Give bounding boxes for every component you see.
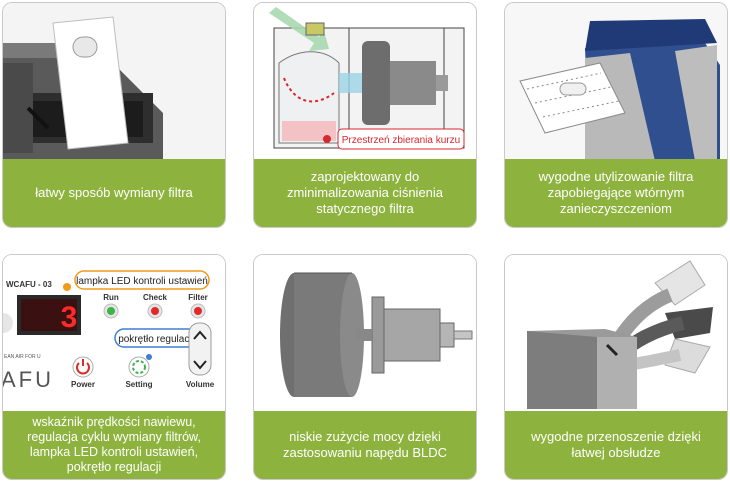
dust-collection-callout: Przestrzeń zbierania kurzu bbox=[342, 135, 460, 146]
brand-small-label: EAN AIR FOR U bbox=[4, 354, 41, 360]
knob-callout: pokrętło regulacji bbox=[118, 334, 194, 345]
feature-card-filter-replacement: łatwy sposób wymiany filtra bbox=[2, 2, 226, 228]
feature-card-filter-disposal: wygodne utylizowanie filtra zapobiegając… bbox=[504, 2, 728, 228]
filter-disposal-image bbox=[505, 3, 727, 161]
feature-card-portability: wygodne przenoszenie dzięki łatwej obsłu… bbox=[504, 254, 728, 480]
led-label-check: Check bbox=[143, 293, 168, 302]
speed-digit-display: 3 bbox=[61, 301, 78, 334]
run-led bbox=[107, 307, 115, 315]
led-label-filter: Filter bbox=[188, 293, 208, 302]
control-panel-image: WCAFU - 03 3 lampka LED kontroli ustawie… bbox=[3, 255, 225, 413]
caption: łatwy sposób wymiany filtra bbox=[3, 159, 225, 227]
feature-card-control-panel: WCAFU - 03 3 lampka LED kontroli ustawie… bbox=[2, 254, 226, 480]
power-icon bbox=[76, 362, 90, 375]
airflow-diagram-image: Przestrzeń zbierania kurzu bbox=[254, 3, 476, 161]
caption: zaprojektowany do zminimalizowania ciśni… bbox=[254, 159, 476, 227]
brand-logo-text: AFU bbox=[3, 367, 54, 392]
led-label-run: Run bbox=[103, 293, 119, 302]
caption: niskie zużycie mocy dzięki zastosowaniu … bbox=[254, 411, 476, 479]
volume-down-icon bbox=[193, 360, 207, 370]
portable-unit-image bbox=[505, 255, 727, 413]
feature-card-bldc-motor: niskie zużycie mocy dzięki zastosowaniu … bbox=[253, 254, 477, 480]
check-led bbox=[151, 307, 159, 315]
volume-up-icon bbox=[193, 330, 207, 340]
caption: wygodne przenoszenie dzięki łatwej obsłu… bbox=[505, 411, 727, 479]
setting-label: Setting bbox=[125, 380, 152, 389]
volume-label: Volume bbox=[186, 380, 215, 389]
filter-replacement-image bbox=[3, 3, 225, 161]
feature-card-static-pressure: Przestrzeń zbierania kurzu zaprojektowan… bbox=[253, 2, 477, 228]
setting-knob-icon bbox=[132, 360, 146, 374]
caption: wygodne utylizowanie filtra zapobiegając… bbox=[505, 159, 727, 227]
bldc-motor-image bbox=[254, 255, 476, 413]
power-label: Power bbox=[71, 380, 95, 389]
caption: wskaźnik prędkości nawiewu, regulacja cy… bbox=[3, 411, 225, 479]
model-label: WCAFU - 03 bbox=[6, 280, 52, 289]
filter-led bbox=[194, 307, 202, 315]
led-callout: lampka LED kontroli ustawień bbox=[76, 276, 208, 287]
